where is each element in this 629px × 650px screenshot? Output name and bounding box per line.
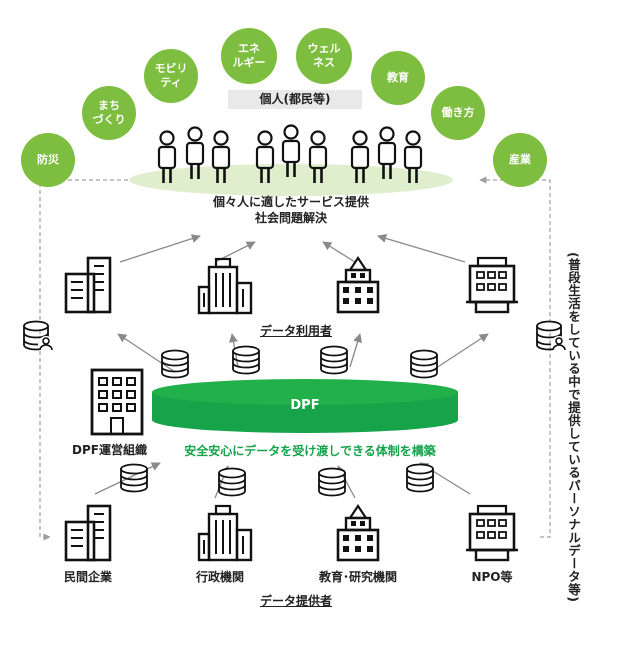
provider-label-government: 行政機関 — [195, 570, 244, 584]
individual-label: 個人(都民等) — [228, 90, 362, 109]
interest-circles — [21, 28, 547, 187]
circle-label-energy: エネ ルギー — [232, 42, 266, 69]
db-icons-upper — [161, 345, 438, 379]
personal-data-left-icon — [23, 320, 55, 353]
circle-label-sangyou: 産業 — [509, 153, 531, 166]
circle-label-wellness: ウェル ネス — [307, 42, 341, 69]
dpf-operator-label: DPF運営組織 — [72, 443, 147, 457]
dpf-cylinder — [152, 379, 458, 433]
data-users-label: データ利用者 — [259, 324, 332, 338]
data-user-buildings — [64, 256, 520, 315]
provider-label-npo: NPO等 — [471, 570, 513, 584]
service-line-2: 社会問題解決 — [254, 211, 327, 225]
service-line-1: 個々人に適したサービス提供 — [212, 195, 369, 209]
circle-hatarakikata — [431, 86, 485, 140]
db-icons-lower — [120, 463, 434, 497]
circle-machizukuri — [82, 86, 136, 140]
circle-label-kyouiku: 教育 — [387, 71, 409, 84]
circle-kyouiku — [371, 51, 425, 105]
circle-mobility — [144, 49, 198, 103]
circle-wellness — [296, 28, 352, 84]
personal-data-side-note: (普段生活をしている中で提供しているパーソナルデータ等) — [566, 252, 581, 603]
circle-bousai — [21, 133, 75, 187]
dpf-label: DPF — [290, 398, 320, 413]
service-arrows — [119, 233, 466, 263]
circle-label-bousai: 防災 — [37, 153, 59, 166]
data-providers-label: データ提供者 — [259, 594, 332, 608]
provider-label-private: 民間企業 — [63, 570, 112, 584]
individuals-ground-ellipse — [129, 164, 453, 196]
circle-label-hatarakikata: 働き方 — [441, 106, 475, 119]
circle-label-machizukuri: まち づくり — [92, 99, 126, 126]
dpf-operator-building — [90, 368, 144, 436]
circle-energy — [221, 28, 277, 84]
dpf-tagline: 安全安心にデータを受け渡しできる体制を構築 — [184, 444, 436, 458]
circle-sangyou — [493, 133, 547, 187]
circle-label-mobility: モビリ ティ — [154, 62, 188, 89]
provider-label-education: 教育･研究機関 — [318, 570, 397, 584]
data-provider-buildings — [64, 504, 520, 562]
